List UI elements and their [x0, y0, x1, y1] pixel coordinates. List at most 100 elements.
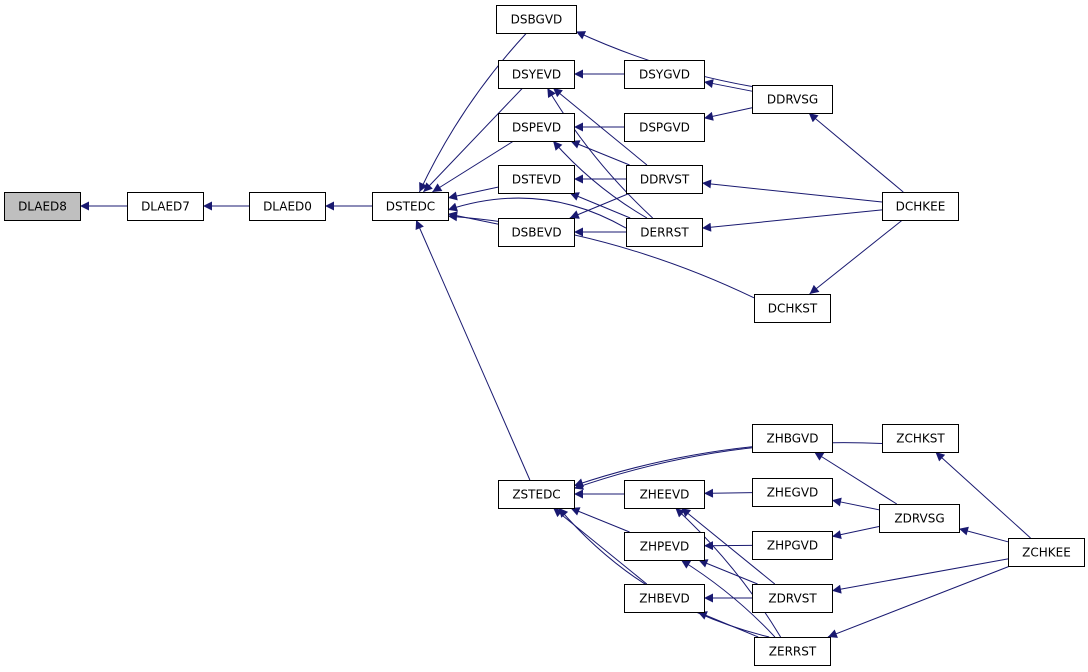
node-zstedc[interactable]: ZSTEDC [498, 480, 575, 509]
node-box [624, 480, 705, 509]
edge-line [558, 507, 770, 638]
node-zchkee[interactable]: ZCHKEE [1008, 538, 1085, 567]
node-label: ZHPGVD [767, 539, 818, 553]
node-box [624, 532, 705, 561]
node-label: DSTEDC [386, 200, 435, 214]
edge-line [703, 488, 753, 498]
node-box [626, 165, 703, 194]
node-box [624, 113, 705, 142]
edge-line [432, 140, 514, 193]
node-dstedc[interactable]: DSTEDC [372, 192, 449, 221]
edge-line [831, 497, 880, 511]
edge-line [813, 451, 898, 505]
edge-line [809, 219, 903, 295]
edge-ddrvsg-to-dspgvd [703, 107, 753, 121]
node-dsbevd[interactable]: DSBEVD [498, 218, 575, 247]
node-box [4, 192, 81, 221]
node-label: ZDRVSG [894, 512, 944, 526]
node-zhpevd[interactable]: ZHPEVD [624, 532, 705, 561]
node-dstevd[interactable]: DSTEVD [498, 165, 575, 194]
node-box [498, 480, 575, 509]
node-label: ZHEEVD [640, 488, 690, 502]
node-box [752, 478, 833, 507]
edge-dsyevd-to-dstedc [423, 87, 523, 193]
node-zheevd[interactable]: ZHEEVD [624, 480, 705, 509]
node-label: ZHPEVD [640, 540, 690, 554]
node-box [624, 60, 705, 89]
node-zhpgvd[interactable]: ZHPGVD [752, 531, 833, 560]
node-label: ZHEGVD [767, 486, 819, 500]
node-zerrst[interactable]: ZERRST [754, 637, 831, 666]
node-dspevd[interactable]: DSPEVD [498, 113, 575, 142]
node-box [496, 5, 577, 34]
node-dsbgvd[interactable]: DSBGVD [496, 5, 577, 34]
node-dchkst[interactable]: DCHKST [754, 294, 831, 323]
edge-line [552, 140, 648, 219]
edge-zerrst-to-zhbevd [697, 611, 759, 638]
node-dlaed7[interactable]: DLAED7 [127, 192, 204, 221]
edge-dsbevd-to-dstedc [447, 211, 499, 225]
edge-dchkee-to-ddrvst [701, 179, 883, 203]
edge-zhbgvd-to-zstedc [573, 446, 753, 488]
edge-line [569, 192, 631, 219]
node-zdrvsg[interactable]: ZDRVSG [879, 504, 960, 533]
edge-zchkee-to-zdrvsg [958, 526, 1009, 543]
node-box [752, 584, 833, 613]
edge-line [447, 197, 627, 229]
edge-line [447, 211, 499, 225]
node-ddrvst[interactable]: DDRVST [626, 165, 703, 194]
node-box [752, 85, 833, 114]
node-label: ZDRVST [768, 592, 817, 606]
edge-line [675, 507, 782, 638]
node-box [1008, 538, 1085, 567]
node-dchkee[interactable]: DCHKEE [882, 192, 959, 221]
edge-zerrst-to-zheevd [675, 507, 782, 638]
edge-line [570, 140, 630, 166]
edge-line [808, 112, 904, 193]
node-box [882, 192, 959, 221]
node-dlaed8[interactable]: DLAED8 [4, 192, 81, 221]
node-zhbgvd[interactable]: ZHBGVD [752, 424, 833, 453]
node-label: DLAED0 [263, 200, 312, 214]
node-label: DDRVST [640, 173, 690, 187]
edge-zdrvsg-to-zhpgvd [831, 526, 880, 540]
edge-zstedc-to-dstedc [415, 219, 531, 481]
node-label: ZHBGVD [766, 432, 818, 446]
edge-zhegvd-to-zheevd [703, 488, 753, 498]
edge-line [698, 559, 758, 585]
node-label: DSYGVD [639, 68, 690, 82]
node-box [626, 218, 703, 247]
edge-zdrvsg-to-zhegvd [831, 497, 880, 511]
edge-derrst-to-dstedc [447, 197, 627, 229]
node-dsyevd[interactable]: DSYEVD [498, 60, 575, 89]
edge-zhpevd-to-zstedc [570, 507, 630, 533]
edge-line [958, 526, 1009, 543]
node-label: ZSTEDC [512, 488, 560, 502]
edge-dchkee-to-ddrvsg [808, 112, 904, 193]
node-label: DCHKST [768, 302, 818, 316]
edge-line [447, 186, 499, 201]
node-zdrvst[interactable]: ZDRVST [752, 584, 833, 613]
edge-dspevd-to-dstedc [432, 140, 514, 193]
edge-dchkee-to-derrst [701, 209, 883, 232]
node-dspgvd[interactable]: DSPGVD [624, 113, 705, 142]
node-dlaed0[interactable]: DLAED0 [249, 192, 326, 221]
node-ddrvsg[interactable]: DDRVSG [752, 85, 833, 114]
edge-line [418, 32, 527, 193]
edge-zchkst-to-zstedc [573, 442, 883, 490]
edge-line [827, 565, 1011, 638]
node-dsygvd[interactable]: DSYGVD [624, 60, 705, 89]
node-label: DERRST [640, 226, 689, 240]
edge-line [573, 446, 753, 488]
edge-zchkee-to-zerrst [827, 565, 1011, 638]
edge-line [570, 507, 630, 533]
edge-line [697, 611, 759, 638]
edge-line [552, 507, 648, 585]
node-zhbevd[interactable]: ZHBEVD [624, 584, 705, 613]
node-zchkst[interactable]: ZCHKST [882, 424, 959, 453]
node-derrst[interactable]: DERRST [626, 218, 703, 247]
node-zhegvd[interactable]: ZHEGVD [752, 478, 833, 507]
edge-zdrvsg-to-zhbgvd [813, 451, 898, 505]
node-label: DSYEVD [512, 68, 561, 82]
edge-dsbgvd-to-dstedc [418, 32, 527, 193]
